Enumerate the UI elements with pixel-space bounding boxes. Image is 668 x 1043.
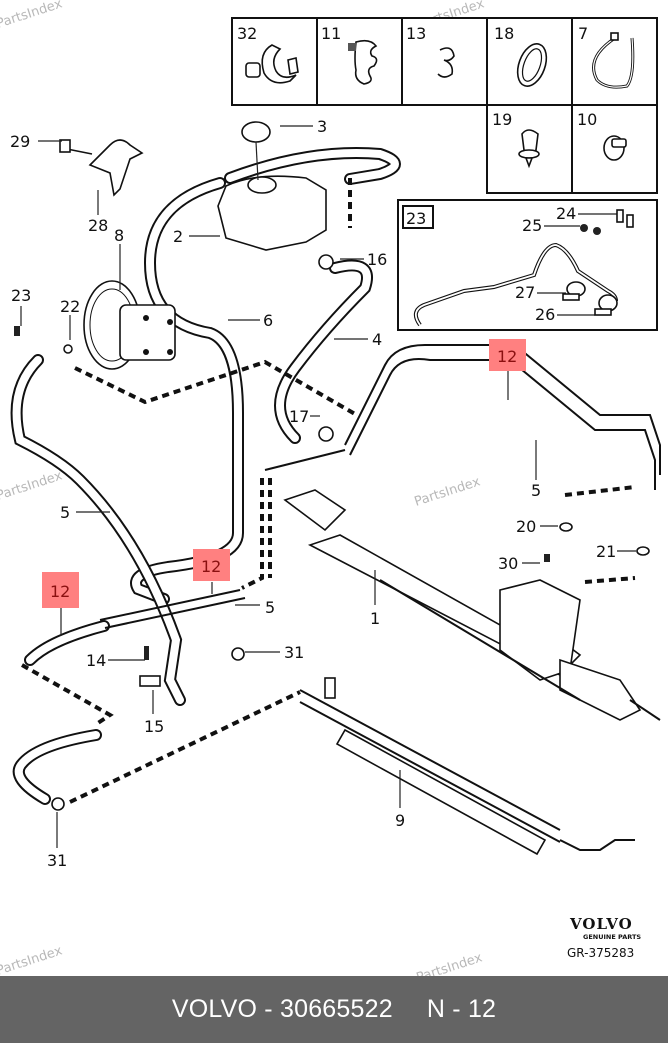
clip-icon	[231, 647, 245, 661]
inset-parts-grid: 32 11 13 18 7	[231, 17, 658, 194]
callout-8[interactable]: 8	[114, 226, 124, 245]
footer-bar: VOLVO - 30665522 N - 12	[0, 976, 668, 1043]
watermark: PartsIndex	[415, 950, 485, 976]
callout-3[interactable]: 3	[317, 117, 327, 136]
drawing-code: GR-375283	[567, 946, 634, 960]
callout-5-left[interactable]: 5	[60, 503, 70, 522]
callout-29[interactable]: 29	[10, 132, 30, 151]
clip-icon	[51, 797, 65, 811]
main-assembly-drawing	[10, 121, 661, 856]
bolt-icon	[144, 646, 149, 660]
callout-22[interactable]: 22	[60, 297, 80, 316]
o-ring-icon	[636, 546, 650, 556]
callout-15[interactable]: 15	[144, 717, 164, 736]
bolt-icon	[14, 326, 20, 336]
inset-part-18[interactable]: 18	[494, 24, 552, 90]
o-ring-icon	[516, 43, 548, 87]
callout-28[interactable]: 28	[88, 216, 108, 235]
bracket-icon	[88, 139, 144, 197]
callout-12-top-right[interactable]: 12	[489, 339, 526, 371]
callout-5-middle[interactable]: 5	[265, 598, 275, 617]
leader-lines	[20, 125, 636, 848]
callout-2[interactable]: 2	[173, 227, 183, 246]
screw-icon	[544, 554, 550, 562]
brand-block: VOLVO GENUINE PARTS GR-375283	[567, 915, 641, 960]
watermark: PartsIndex	[0, 943, 64, 976]
nut-icon	[580, 224, 601, 235]
part-number-label: 19	[492, 110, 512, 129]
part-number-label: 18	[494, 24, 514, 43]
oil-cooler-icon	[299, 677, 635, 856]
hose-clamp-icon	[603, 135, 627, 161]
footer-separator: -	[452, 995, 461, 1023]
callout-31-middle[interactable]: 31	[284, 643, 304, 662]
volvo-logo: VOLVO	[569, 915, 633, 933]
callout-12-middle[interactable]: 12	[193, 549, 230, 581]
power-steering-pump-icon	[83, 280, 176, 370]
watermark: PartsIndex	[0, 0, 64, 32]
o-ring-icon	[559, 522, 573, 532]
footer-part-number: 30665522	[279, 995, 393, 1023]
callout-9[interactable]: 9	[395, 811, 405, 830]
clip-icon	[318, 254, 334, 270]
inset-part-13[interactable]: 13	[406, 24, 455, 78]
watermark: PartsIndex	[0, 468, 64, 503]
inset-part-11[interactable]: 11	[321, 24, 378, 85]
footer-position-label: N	[426, 995, 446, 1023]
part-number-label: 10	[577, 110, 597, 129]
kit-item-25: 25	[522, 216, 542, 235]
callout-1[interactable]: 1	[370, 609, 380, 628]
callout-label: 12	[497, 347, 517, 366]
seal-ring-icon	[63, 344, 73, 354]
genuine-parts-label: GENUINE PARTS	[583, 933, 641, 941]
push-clip-icon	[518, 129, 540, 169]
callout-label: 12	[201, 557, 221, 576]
kit-box-23[interactable]: 23 24 25 27 26	[397, 199, 658, 331]
callout-23[interactable]: 23	[11, 286, 31, 305]
callout-17[interactable]: 17	[289, 407, 309, 426]
pipe-clip-icon	[348, 39, 378, 85]
callout-labels: 3 2 16 4 6 8 29 28 23 22 17 5 20 21 30 1…	[10, 117, 616, 870]
callout-5-right[interactable]: 5	[531, 481, 541, 500]
callout-14[interactable]: 14	[86, 651, 106, 670]
inset-part-7[interactable]: 7	[578, 24, 635, 89]
hose-clip-icon	[245, 44, 299, 84]
parts-diagram: PartsIndex PartsIndex PartsIndex PartsIn…	[0, 0, 661, 976]
inset-part-32[interactable]: 32	[237, 24, 299, 84]
spring-clip-icon	[437, 47, 455, 78]
reservoir-icon	[217, 121, 327, 251]
kit-item-26: 26	[535, 305, 555, 324]
footer-position-number: 12	[467, 995, 497, 1023]
callout-6[interactable]: 6	[263, 311, 273, 330]
inset-part-10[interactable]: 10	[577, 110, 627, 161]
highlighted-callouts: 12 12 12	[42, 339, 526, 608]
watermark: PartsIndex	[413, 474, 483, 509]
inset-part-19[interactable]: 19	[492, 110, 540, 169]
bolt-icon	[59, 139, 71, 153]
clamp-icon	[562, 281, 586, 301]
footer-separator: -	[264, 995, 273, 1023]
kit-item-24: 24	[556, 204, 576, 223]
part-number-label: 11	[321, 24, 341, 43]
clamp-icon	[139, 675, 161, 687]
callout-31-bottom[interactable]: 31	[47, 851, 67, 870]
kit-item-27: 27	[515, 283, 535, 302]
clamp-icon	[594, 294, 618, 316]
footer-brand: VOLVO	[171, 995, 258, 1023]
clip-icon	[318, 426, 334, 442]
callout-label: 12	[50, 582, 70, 601]
bolt-icon	[616, 209, 634, 228]
kit-number-label: 23	[406, 209, 426, 228]
callout-21[interactable]: 21	[596, 542, 616, 561]
callout-12-left[interactable]: 12	[42, 572, 79, 608]
callout-4[interactable]: 4	[372, 330, 382, 349]
callout-30[interactable]: 30	[498, 554, 518, 573]
part-number-label: 32	[237, 24, 257, 43]
part-number-label: 13	[406, 24, 426, 43]
callout-20[interactable]: 20	[516, 517, 536, 536]
steering-rack-icon	[283, 489, 661, 721]
part-number-label: 7	[578, 24, 588, 43]
callout-16[interactable]: 16	[367, 250, 387, 269]
cable-tie-icon	[592, 32, 635, 89]
